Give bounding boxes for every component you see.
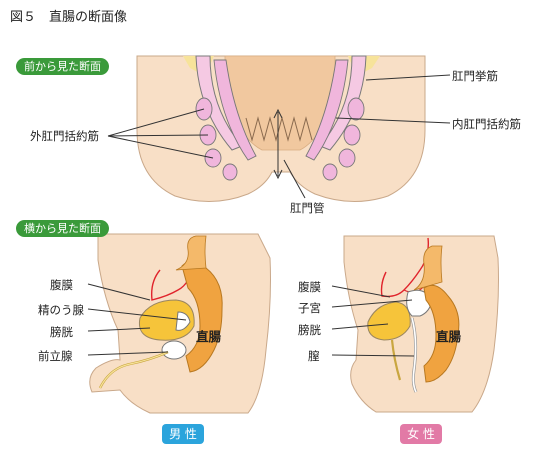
female-body-outline <box>343 235 499 413</box>
front-right-ext-sphincter-4 <box>322 163 338 181</box>
female-bladder <box>367 301 411 341</box>
female-label-bladder: 膀胱 <box>298 323 321 337</box>
leader-levator <box>365 74 451 81</box>
female-label-uterus: 子宮 <box>298 301 321 315</box>
front-right-levator <box>319 55 367 151</box>
male-label-rectum: 直腸 <box>196 329 222 344</box>
label-external-sphincter: 外肛門括約筋 <box>30 129 99 143</box>
leader-anal-canal <box>283 159 306 199</box>
female-label-vagina: 膣 <box>308 349 320 363</box>
front-left-internal-sphincter <box>213 59 257 161</box>
leader-internal-sphincter <box>335 117 451 124</box>
front-left-levator <box>195 55 243 151</box>
label-internal-sphincter: 内肛門括約筋 <box>452 117 521 131</box>
front-rectal-folds <box>245 116 313 142</box>
female-side-illustration <box>331 235 499 413</box>
female-rectum <box>423 284 460 383</box>
male-label-seminal-vesicle: 精のう腺 <box>38 303 84 317</box>
male-badge: 男 性 <box>162 424 204 444</box>
male-prostate <box>161 340 187 360</box>
female-badge: 女 性 <box>400 424 442 444</box>
male-label-peritoneum: 腹膜 <box>50 278 73 292</box>
male-label-bladder: 膀胱 <box>50 325 73 339</box>
female-label-peritoneum: 腹膜 <box>298 280 321 294</box>
leader-ext-2 <box>107 134 209 137</box>
male-rectum-upper <box>175 235 207 271</box>
front-right-ext-sphincter-2 <box>343 124 361 146</box>
female-label-rectum: 直腸 <box>436 329 462 344</box>
section-front-label: 前から見た断面 <box>16 58 109 75</box>
male-label-prostate: 前立腺 <box>38 349 73 363</box>
female-urethra <box>390 339 402 381</box>
male-seminal-vesicle <box>175 311 191 331</box>
section-side-label: 横から見た断面 <box>16 220 109 237</box>
female-rectum-upper <box>413 245 443 291</box>
leader-ext-1 <box>107 108 205 137</box>
leader-ext-3 <box>107 135 214 159</box>
label-anal-canal: 肛門管 <box>290 201 325 215</box>
front-left-ext-sphincter-4 <box>222 163 238 181</box>
label-levator: 肛門挙筋 <box>452 69 498 83</box>
front-right-internal-sphincter <box>305 59 349 161</box>
front-right-ext-sphincter-1 <box>347 97 365 121</box>
figure-title: 図５ 直腸の断面像 <box>10 10 128 25</box>
front-right-ext-sphincter-3 <box>338 148 356 168</box>
front-view-illustration <box>107 55 451 203</box>
male-side-illustration <box>87 233 271 414</box>
